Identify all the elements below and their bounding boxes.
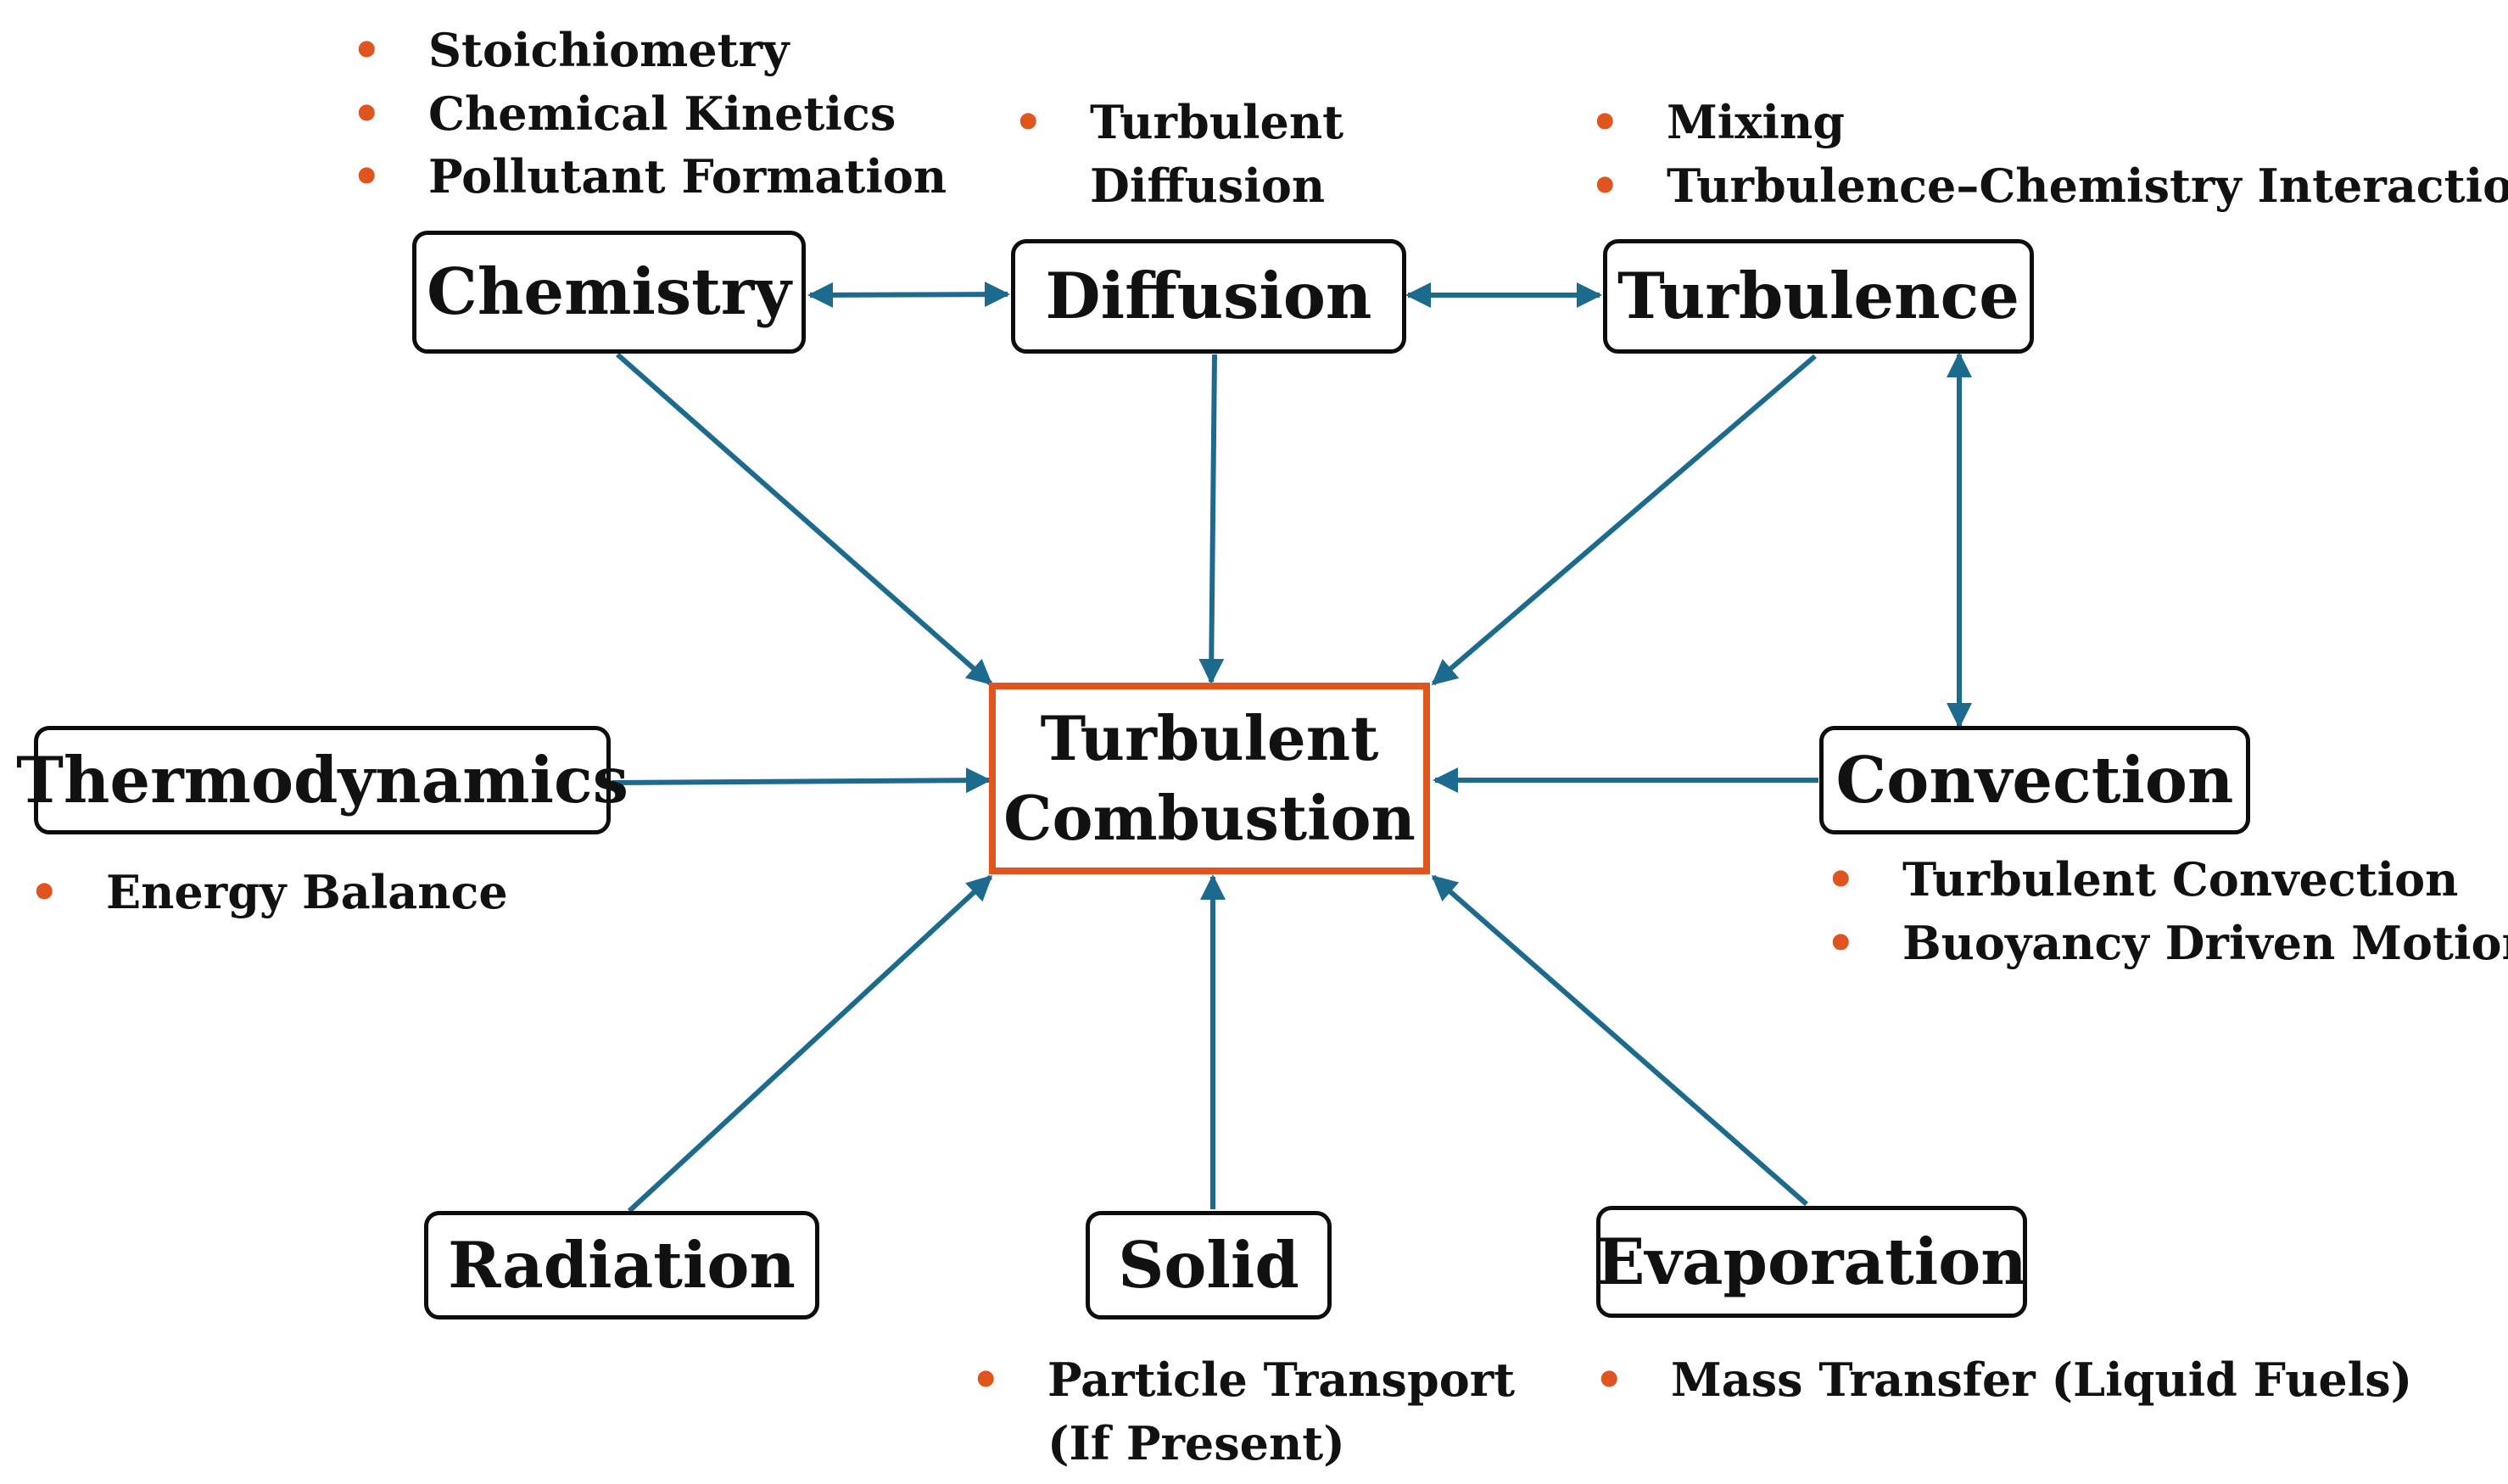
diffusion-label: Diffusion [1045, 259, 1372, 333]
note-item: Diffusion [1090, 158, 1326, 213]
note-item: •Pollutant Formation [352, 145, 947, 209]
bullet-icon: • [1826, 915, 1856, 970]
note-item: •Energy Balance [30, 861, 508, 924]
evaporation-label: Evaporation [1596, 1224, 2027, 1299]
note-item: •Turbulence–Chemistry Interaction [1590, 154, 2508, 218]
arrow-radiation-center [627, 874, 993, 1213]
arrow-diffusion-center [1198, 354, 1225, 684]
bullet-icon: • [352, 149, 382, 204]
convection-label: Convection [1835, 742, 2234, 817]
arrow-turbulence-center [1431, 354, 1817, 686]
turbulence-label: Turbulence [1617, 259, 2020, 333]
note-item: •Turbulent [1014, 91, 1343, 154]
note-item: •Particle Transport [971, 1348, 1515, 1412]
thermodynamics-box: Thermodynamics [16, 726, 628, 834]
radiation-label: Radiation [448, 1227, 796, 1303]
diffusion-notes: •Turbulent Diffusion [1014, 91, 1343, 217]
solid-box: Solid [1086, 1211, 1332, 1319]
center-line-2: Combustion [1003, 782, 1416, 854]
evaporation-box: Evaporation [1596, 1206, 2027, 1318]
note-item: •Buoyancy Driven Motion [1826, 912, 2508, 975]
note-item: •Mixing [1590, 91, 2508, 154]
arrow-thermodynamics-center [612, 767, 991, 794]
chemistry-label: Chemistry [427, 254, 791, 329]
bullet-icon: • [1826, 852, 1856, 907]
turbulence-notes: •Mixing •Turbulence–Chemistry Interactio… [1590, 91, 2508, 218]
radiation-box: Radiation [424, 1211, 819, 1319]
bullet-icon: • [30, 865, 59, 919]
solid-notes: •Particle Transport (If Present) [971, 1348, 1515, 1475]
arrow-evaporation-center [1431, 874, 1808, 1207]
bullet-icon: • [352, 86, 382, 141]
bullet-icon: • [1014, 95, 1043, 149]
evaporation-notes: •Mass Transfer (Liquid Fuels) [1595, 1348, 2412, 1412]
bullet-icon: • [352, 23, 382, 77]
diffusion-box: Diffusion [1011, 239, 1406, 354]
note-item: (If Present) [1047, 1415, 1345, 1470]
chemistry-box: Chemistry [412, 231, 806, 354]
bullet-icon: • [1590, 158, 1620, 213]
bullet-icon: • [1595, 1353, 1624, 1407]
solid-label: Solid [1118, 1227, 1299, 1303]
turbulence-box: Turbulence [1603, 239, 2034, 354]
note-item: •Turbulent Convection [1826, 848, 2508, 912]
bullet-icon: • [971, 1353, 1001, 1407]
convection-box: Convection [1819, 726, 2250, 834]
bullet-icon: • [1590, 95, 1620, 149]
note-item: •Mass Transfer (Liquid Fuels) [1595, 1348, 2412, 1412]
arrow-chemistry-diffusion [807, 282, 1010, 308]
note-item: •Stoichiometry [352, 19, 947, 82]
chemistry-notes: •Stoichiometry •Chemical Kinetics •Pollu… [352, 19, 947, 209]
center-line-1: Turbulent [1040, 702, 1379, 775]
note-item: •Chemical Kinetics [352, 82, 947, 146]
turbulent-combustion-box: Turbulent Combustion [989, 683, 1430, 874]
thermodynamics-label: Thermodynamics [16, 742, 628, 817]
convection-notes: •Turbulent Convection •Buoyancy Driven M… [1826, 848, 2508, 975]
thermodynamics-notes: •Energy Balance [30, 861, 508, 924]
arrow-chemistry-center [616, 352, 993, 686]
